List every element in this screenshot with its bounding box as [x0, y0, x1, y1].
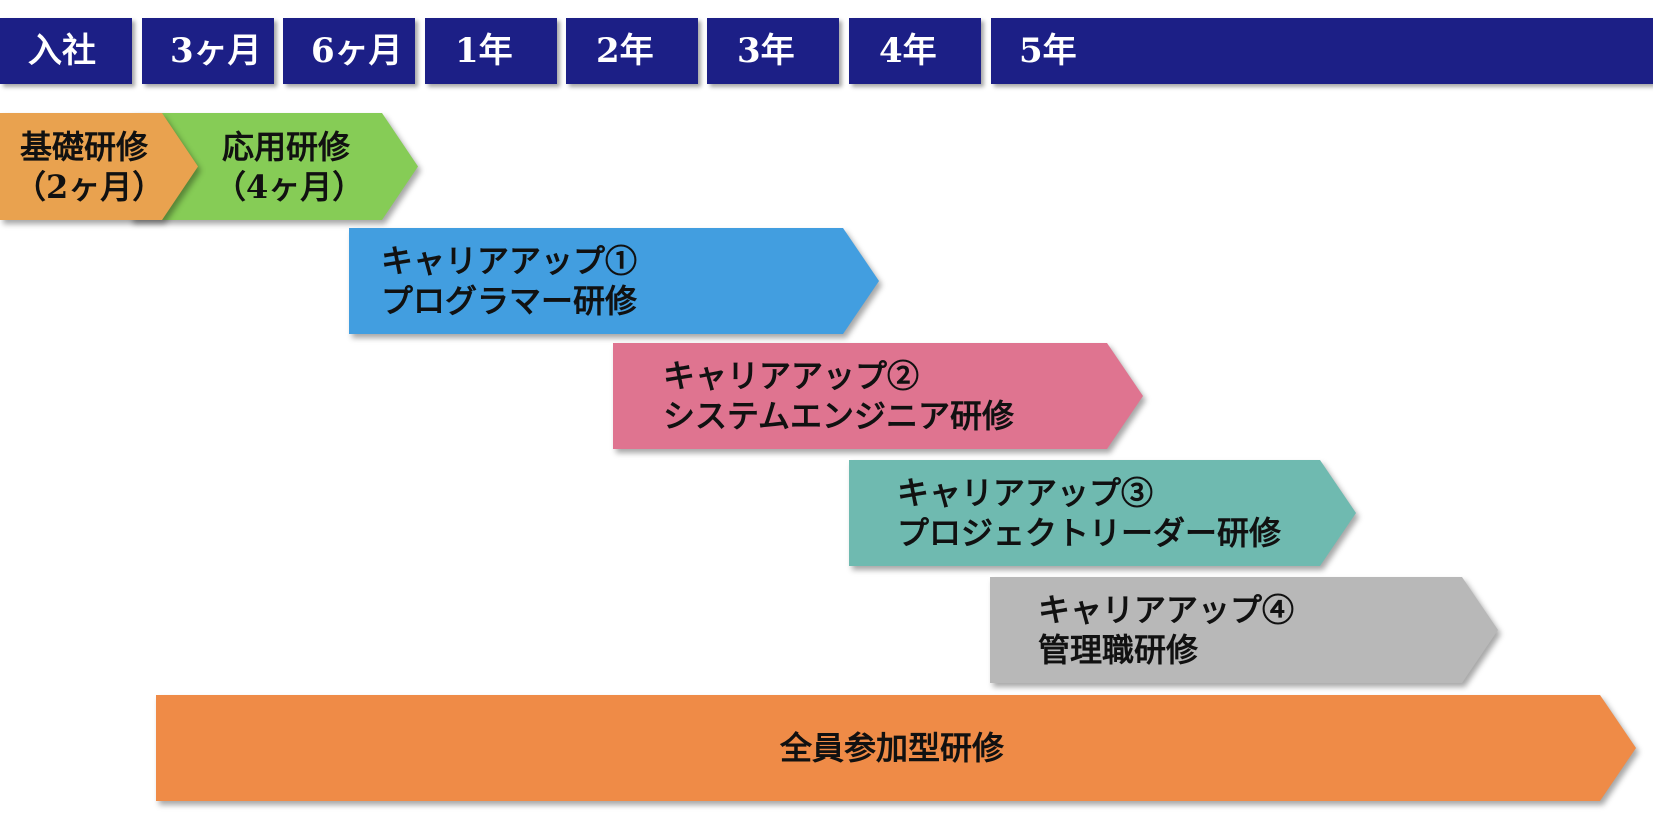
career-up-1-arrow: キャリアアップ① プログラマー研修 — [349, 228, 879, 334]
career-up-4-title: キャリアアップ④ — [1038, 591, 1295, 629]
timeline-1-year: 1年 — [425, 18, 557, 84]
applied-training-duration: （4ヶ月） — [214, 168, 365, 206]
career-up-3-label: キャリアアップ③ プロジェクトリーダー研修 — [897, 473, 1281, 553]
career-up-2-course: システムエンジニア研修 — [663, 397, 1015, 435]
career-up-4-label: キャリアアップ④ 管理職研修 — [1038, 590, 1294, 670]
basic-training-duration: （2ヶ月） — [14, 168, 165, 206]
timeline-2-years: 2年 — [566, 18, 698, 84]
career-up-3-shape — [849, 460, 1356, 566]
basic-training-shape — [0, 113, 198, 220]
career-up-2-title: キャリアアップ② — [663, 357, 920, 395]
basic-training-label: 基礎研修 （2ヶ月） — [14, 127, 164, 207]
career-up-1-shape — [349, 228, 879, 334]
timeline-4-years: 4年 — [849, 18, 981, 84]
career-up-3-course: プロジェクトリーダー研修 — [897, 514, 1282, 552]
career-up-3-title: キャリアアップ③ — [897, 474, 1154, 512]
timeline-3-years: 3年 — [707, 18, 839, 84]
career-up-2-shape — [613, 343, 1143, 449]
timeline-6-months: 6ヶ月 — [283, 18, 415, 84]
career-up-1-label: キャリアアップ① プログラマー研修 — [381, 241, 637, 321]
all-participant-training-shape — [156, 695, 1636, 801]
basic-training-arrow: 基礎研修 （2ヶ月） — [0, 113, 198, 220]
career-up-3-arrow: キャリアアップ③ プロジェクトリーダー研修 — [849, 460, 1356, 566]
timeline-5-years: 5年 — [991, 18, 1653, 84]
career-up-1-title: キャリアアップ① — [381, 242, 638, 280]
applied-training-name: 応用研修 — [222, 128, 351, 166]
all-participant-training-arrow: 全員参加型研修 — [156, 695, 1636, 801]
career-up-1-course: プログラマー研修 — [381, 282, 638, 320]
basic-training-name: 基礎研修 — [20, 128, 149, 166]
applied-training-arrow: 応用研修 （4ヶ月） — [130, 113, 418, 220]
all-participant-training-label: 全員参加型研修 — [780, 729, 1005, 767]
career-up-4-course: 管理職研修 — [1038, 631, 1199, 669]
career-up-2-label: キャリアアップ② システムエンジニア研修 — [663, 356, 1014, 436]
career-up-2-arrow: キャリアアップ② システムエンジニア研修 — [613, 343, 1143, 449]
career-up-4-arrow: キャリアアップ④ 管理職研修 — [990, 577, 1498, 683]
applied-training-label: 応用研修 （4ヶ月） — [214, 127, 364, 207]
career-up-4-shape — [990, 577, 1498, 683]
timeline-joining: 入社 — [0, 18, 132, 84]
applied-training-shape — [130, 113, 418, 220]
timeline-3-months: 3ヶ月 — [142, 18, 274, 84]
